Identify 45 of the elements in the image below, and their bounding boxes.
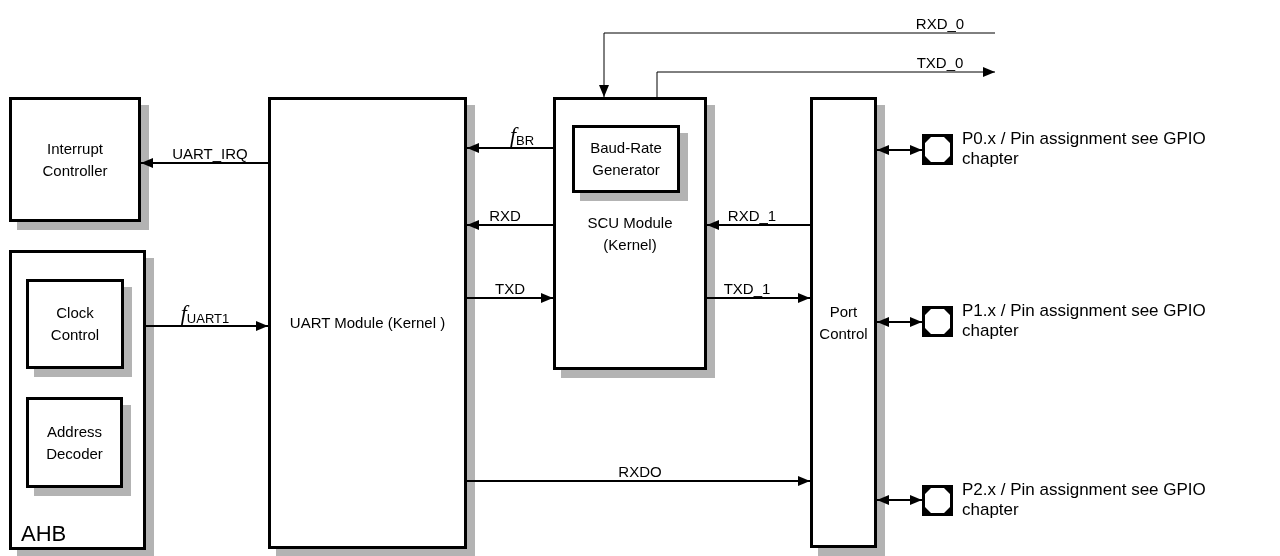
block-box <box>810 97 877 548</box>
signal-label: TXD_1 <box>722 281 772 296</box>
block-box <box>268 97 467 549</box>
block-box <box>9 97 141 222</box>
signal-label: RXD <box>488 208 522 223</box>
signal-label: UART_IRQ <box>171 146 249 161</box>
block-label: Address Decoder <box>45 421 104 464</box>
block-box <box>9 250 146 550</box>
signal-arrow <box>466 476 811 486</box>
signal-arrow <box>876 317 923 327</box>
block-label: Interrupt Controller <box>41 138 109 181</box>
block-label: Clock Control <box>49 303 101 345</box>
pin-note: P2.x / Pin assignment see GPIO chapter <box>962 479 1207 521</box>
signal-label: f$_{BR}$ <box>508 124 536 146</box>
block-label: Port Control <box>818 301 869 344</box>
signal-arrow <box>466 293 554 303</box>
signal-label: TXD_0 <box>915 55 965 70</box>
block-box <box>26 279 124 369</box>
signal-arrow <box>466 143 554 153</box>
block-box <box>26 397 123 488</box>
pin-pad-symbol <box>922 485 953 516</box>
block-label: UART Module (Kernel ) <box>288 313 447 334</box>
signal-arrow <box>656 67 996 98</box>
signal-label: TXD <box>494 281 526 296</box>
signal-arrow <box>599 32 996 98</box>
block-box <box>553 97 707 370</box>
pin-pad-symbol <box>922 306 953 337</box>
block-label: Baud-Rate Generator <box>589 138 663 180</box>
block-label: AHB <box>21 523 67 545</box>
block-box <box>572 125 680 193</box>
signal-arrow <box>706 293 811 303</box>
signal-arrow <box>706 220 811 230</box>
signal-arrow <box>876 145 923 155</box>
signal-arrow <box>145 321 269 331</box>
pin-note: P1.x / Pin assignment see GPIO chapter <box>962 300 1207 342</box>
signal-arrow <box>140 158 269 168</box>
signal-label: RXD_1 <box>726 208 778 223</box>
signal-label: RXD_0 <box>914 16 966 31</box>
signal-label: f$_{UART1}$ <box>179 302 231 324</box>
signal-label: RXDO <box>617 464 663 479</box>
pin-pad-symbol <box>922 134 953 165</box>
pin-note: P0.x / Pin assignment see GPIO chapter <box>962 128 1207 170</box>
signal-arrow <box>876 495 923 505</box>
block-label: SCU Module (Kernel) <box>586 212 674 255</box>
signal-arrow <box>466 220 554 230</box>
